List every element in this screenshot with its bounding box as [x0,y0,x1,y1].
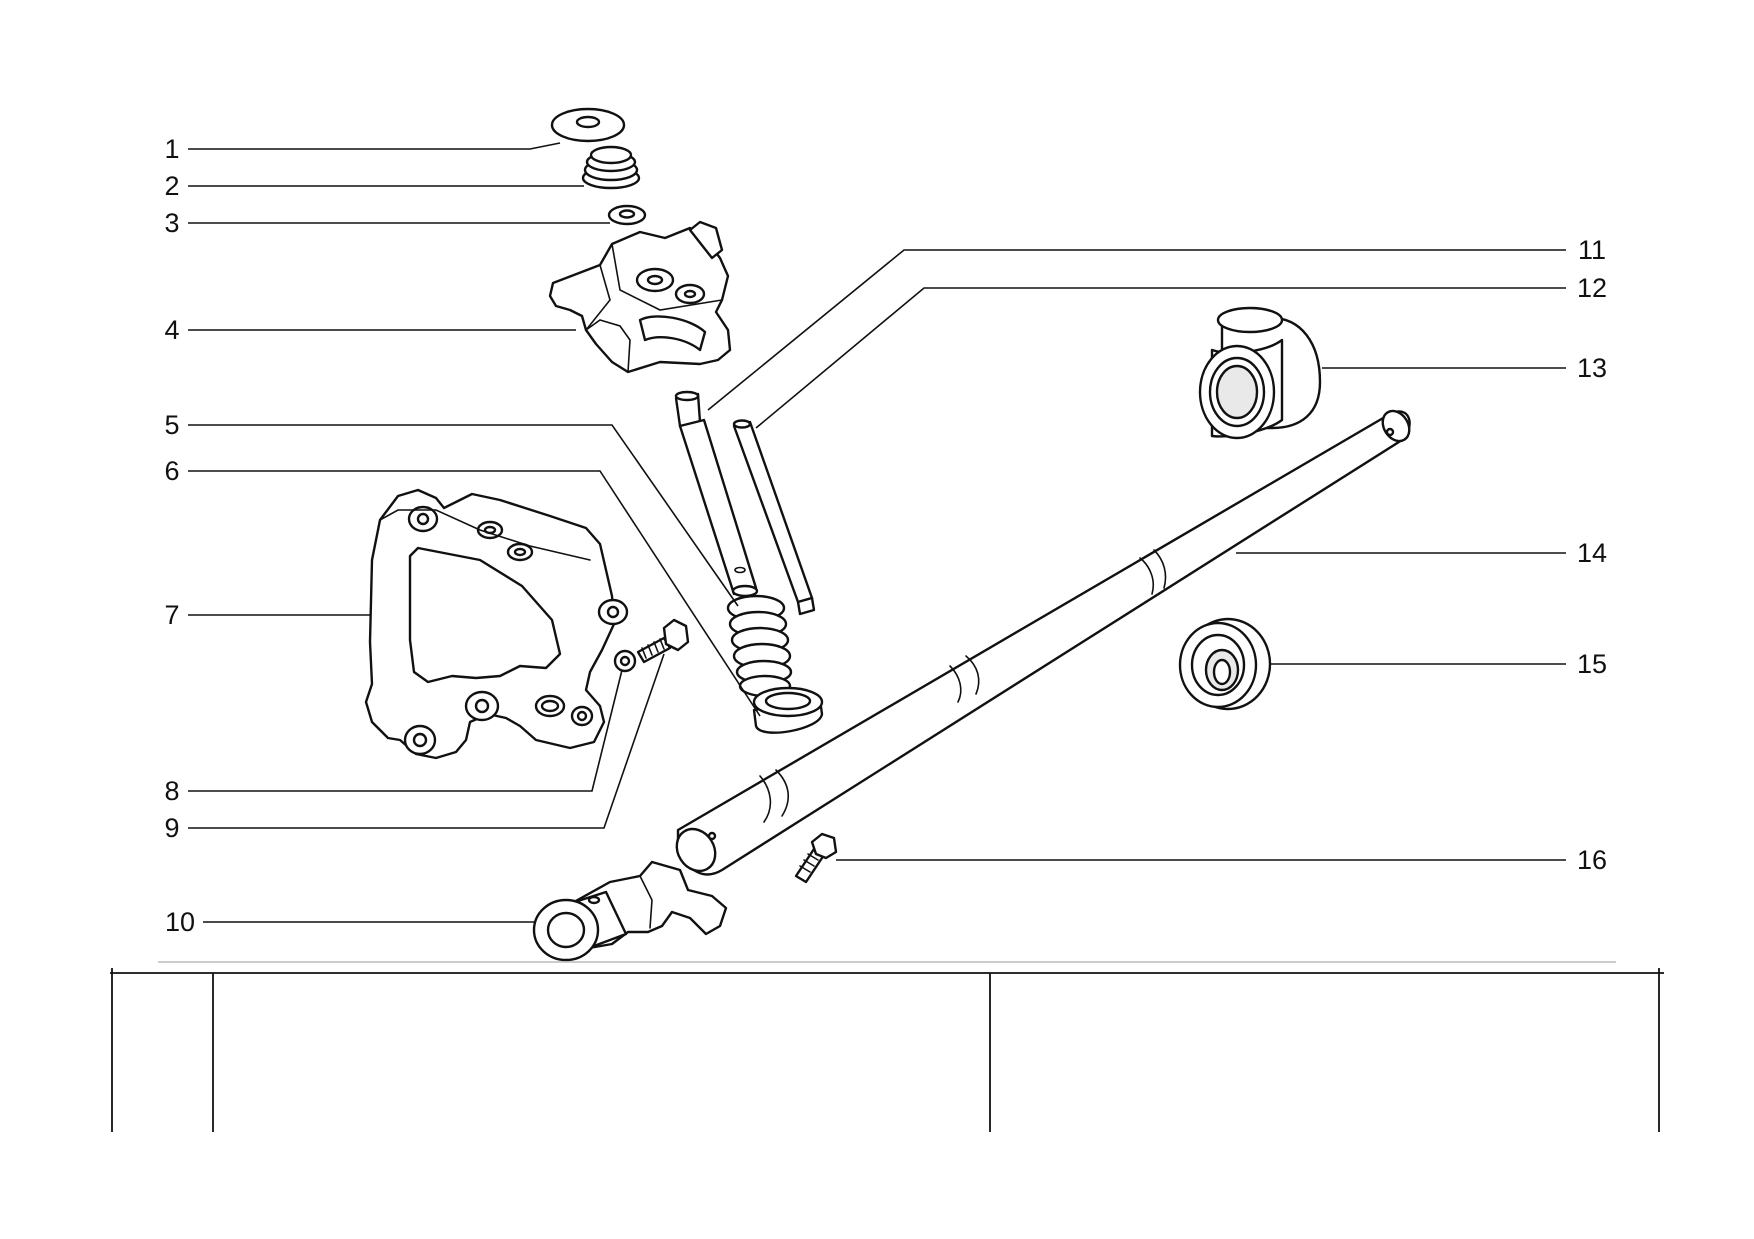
callout-2: 2 [164,171,179,201]
callout-12: 12 [1577,273,1607,303]
callout-16: 16 [1577,845,1607,875]
part-11-pin [674,390,759,598]
leader-11 [707,249,1566,411]
callout-10: 10 [165,907,195,937]
callout-11: 11 [1578,235,1606,265]
callout-5: 5 [164,410,179,440]
leader-9 [188,653,665,829]
part-16-screw [794,832,838,884]
title-block [110,961,1664,1132]
part-10-lever [532,860,728,962]
leader-lines [188,142,1566,923]
part-1-washer [550,107,626,143]
part-6-spring-seat [752,686,824,734]
callout-6: 6 [164,456,179,486]
callout-3: 3 [164,208,179,238]
callout-9: 9 [164,813,179,843]
callout-labels: 1 2 3 4 5 6 7 8 9 10 11 12 13 14 15 16 [164,134,1607,937]
part-3-small-washer [607,204,647,226]
callout-7: 7 [164,600,179,630]
callout-8: 8 [164,776,179,806]
part-13-bushing [1198,306,1322,440]
leader-12 [755,287,1566,429]
part-7-selector-frame [364,488,629,760]
callout-14: 14 [1577,538,1607,568]
leader-5 [188,424,739,607]
part-2-spring [581,145,641,190]
callout-15: 15 [1577,649,1607,679]
part-14-shaft [675,409,1411,876]
part-12-rod [732,419,816,616]
part-15-bearing [1178,617,1272,711]
leader-8 [188,669,623,792]
part-8-nut [613,649,637,673]
callout-4: 4 [164,315,179,345]
part-4-selector-bracket [548,220,732,374]
callout-13: 13 [1577,353,1607,383]
leader-1 [188,142,561,150]
part-9-bolt [636,618,690,664]
leader-6 [188,470,761,717]
part-5-spring [726,594,793,698]
callout-1: 1 [164,134,179,164]
